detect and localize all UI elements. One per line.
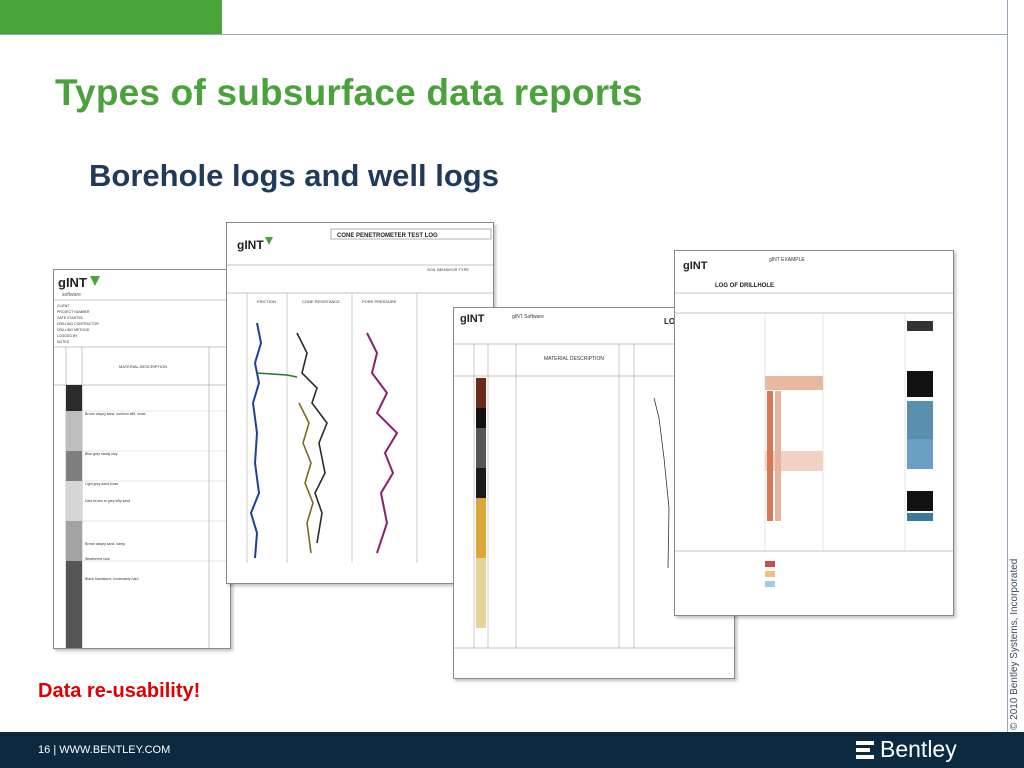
svg-text:Dark brown to grey silty sand: Dark brown to grey silty sand (85, 499, 130, 503)
svg-text:Blue-grey sandy clay: Blue-grey sandy clay (85, 452, 118, 456)
gint-logo: gINT (683, 260, 708, 272)
footer-separator: | (53, 744, 60, 756)
page-number: 16 (38, 744, 51, 756)
drillhole-title: LOG OF DRILLHOLE (715, 283, 774, 289)
friction-trace (249, 322, 263, 559)
lithology-band (66, 561, 82, 648)
gint-logo: gINT (237, 238, 264, 252)
pore-pressure-trace-2 (256, 372, 298, 378)
pore-pressure-trace (366, 332, 399, 554)
cone-resistance-trace-2 (298, 402, 314, 554)
svg-text:CONE RESISTANCE: CONE RESISTANCE (302, 299, 340, 304)
svg-text:Brown clayey sand, medium stif: Brown clayey sand, medium stiff, moist (85, 412, 145, 416)
svg-text:NOTES: NOTES (57, 340, 70, 344)
drillhole-project: gINT EXAMPLE (769, 257, 805, 263)
svg-text:Black Sandstone, moderately ha: Black Sandstone, moderately hard (85, 577, 139, 581)
footer-bar: 16 | WWW.BENTLEY.COM Bentley (0, 732, 1024, 768)
cpt-track-labels: FRICTION CONE RESISTANCE PORE PRESSURE (257, 299, 397, 304)
lithology-band (66, 451, 82, 481)
lithology-band (66, 411, 82, 451)
gint-logo: gINT (58, 275, 87, 290)
lithology-band (66, 481, 82, 521)
right-rule (1007, 0, 1008, 732)
gint-logo-sub: software (62, 292, 81, 298)
svg-text:FRICTION: FRICTION (257, 299, 276, 304)
slide-title: Types of subsurface data reports (55, 72, 643, 113)
svg-text:LOGGED BY: LOGGED BY (57, 334, 78, 338)
boring-company: gINT Software (512, 314, 544, 320)
svg-text:Weathered rock: Weathered rock (85, 557, 110, 561)
svg-text:PORE PRESSURE: PORE PRESSURE (362, 299, 397, 304)
boring-column-label: MATERIAL DESCRIPTION (544, 356, 604, 362)
report-borehole-log: gINT software CLIENT PROJECT NUMBER DATE… (53, 269, 231, 649)
svg-text:DRILLING CONTRACTOR: DRILLING CONTRACTOR (57, 322, 99, 326)
lithology-band (66, 521, 82, 561)
borehole-descriptions: Brown clayey sand, medium stiff, moist B… (85, 412, 145, 581)
svg-text:CLIENT: CLIENT (57, 304, 70, 308)
cpt-right-header: SOIL BEHAVIOR TYPE (427, 267, 469, 272)
borehole-column-label: MATERIAL DESCRIPTION (119, 364, 167, 369)
gint-logo-mark (90, 276, 100, 286)
svg-text:Light grey sand loose: Light grey sand loose (85, 482, 118, 486)
bentley-logo-icon (856, 741, 874, 759)
footer-page-info: 16 | WWW.BENTLEY.COM (38, 744, 170, 756)
cpt-title: CONE PENETROMETER TEST LOG (337, 233, 438, 239)
report-cpt-log: gINT CONE PENETROMETER TEST LOG SOIL BEH… (226, 222, 494, 584)
report-drillhole-log: gINT gINT EXAMPLE LOG OF DRILLHOLE (674, 250, 954, 616)
footer-website-link[interactable]: WWW.BENTLEY.COM (59, 744, 171, 756)
copyright-text: © 2010 Bentley Systems, Incorporated (1009, 558, 1020, 730)
gint-logo: gINT (460, 313, 485, 325)
lithology-band (66, 385, 82, 411)
svg-text:Brown clayey sand, damp: Brown clayey sand, damp (85, 542, 125, 546)
header-accent-bar (0, 0, 222, 34)
bentley-wordmark: Bentley (880, 736, 957, 762)
slide-subtitle: Borehole logs and well logs (89, 158, 499, 193)
svg-text:DRILLING METHOD: DRILLING METHOD (57, 328, 90, 332)
header-rule (0, 34, 1008, 35)
borehole-header-labels: CLIENT PROJECT NUMBER DATE STARTED DRILL… (57, 304, 99, 344)
svg-text:DATE STARTED: DATE STARTED (57, 316, 84, 320)
callout-text: Data re-usability! (38, 680, 201, 702)
cone-resistance-trace (296, 332, 328, 544)
svg-text:PROJECT NUMBER: PROJECT NUMBER (57, 310, 90, 314)
